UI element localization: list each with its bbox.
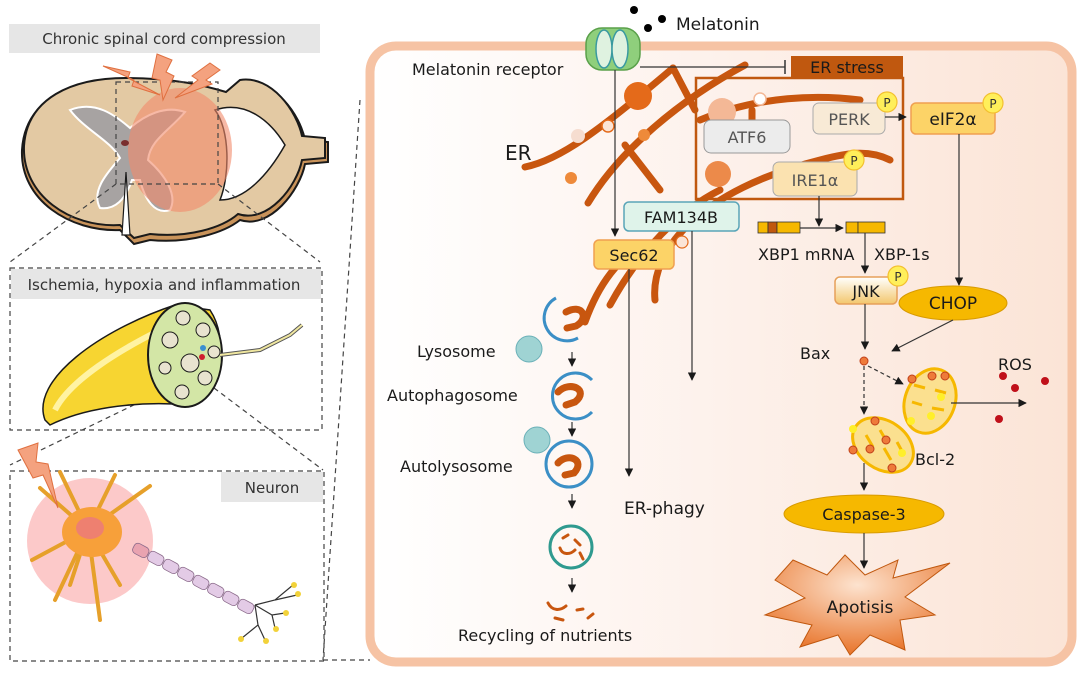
compression-bolts-icon bbox=[102, 53, 221, 102]
ischemia-label: Ischemia, hypoxia and inflammation bbox=[28, 276, 301, 294]
atf6-label: ATF6 bbox=[728, 128, 767, 147]
ischemia-panel: Ischemia, hypoxia and inflammation bbox=[9, 267, 323, 431]
ischemia-label-bg bbox=[11, 269, 321, 299]
eif2a-phospho-icon bbox=[982, 92, 1004, 114]
xbp1-mrna-icon bbox=[757, 221, 801, 234]
neuron-panel: Neuron bbox=[9, 442, 325, 662]
melatonin-label: Melatonin bbox=[676, 15, 760, 35]
lysosome-icon bbox=[515, 335, 543, 363]
perk-label: PERK bbox=[828, 110, 870, 129]
neuron-label-bg bbox=[221, 472, 323, 502]
jnk-node bbox=[834, 276, 898, 305]
compression-label: Chronic spinal cord compression bbox=[42, 30, 286, 48]
xbp1s-icon bbox=[845, 221, 886, 234]
eif2a-phospho-label: P bbox=[989, 97, 996, 111]
chop-to-bax-arrow bbox=[891, 319, 954, 352]
apoptosis-burst-icon bbox=[763, 554, 951, 656]
ire1a-node bbox=[772, 161, 858, 197]
er-phagy-label: ER-phagy bbox=[624, 499, 705, 519]
nerve-bundle-icon bbox=[42, 302, 304, 426]
zoom-box bbox=[115, 81, 219, 185]
fam134b-label: FAM134B bbox=[644, 208, 718, 227]
spinal-cord-icon bbox=[20, 53, 329, 246]
autophagosome-label: Autophagosome bbox=[387, 386, 518, 405]
bcl2-label: Bcl-2 bbox=[915, 450, 955, 469]
autolysosome-icon bbox=[523, 426, 594, 489]
caspase3-label: Caspase-3 bbox=[822, 505, 905, 524]
sec62-node bbox=[593, 239, 675, 270]
autolysosome-label: Autolysosome bbox=[400, 457, 513, 476]
compression-label-bg bbox=[9, 24, 320, 53]
xbp1-mrna-label: XBP1 mRNA bbox=[758, 245, 855, 264]
phagophore-icon bbox=[542, 296, 587, 343]
eif2a-label: eIF2α bbox=[929, 110, 976, 130]
er-label: ER bbox=[505, 141, 532, 165]
compression-panel: Chronic spinal cord compression bbox=[9, 24, 329, 246]
ire1a-phospho-label: P bbox=[850, 154, 857, 168]
perk-node bbox=[812, 102, 886, 135]
degradation-vesicle-icon bbox=[548, 524, 594, 570]
er-stress-label: ER stress bbox=[810, 58, 884, 77]
chop-label: CHOP bbox=[929, 294, 977, 314]
er-vesicles bbox=[565, 82, 767, 249]
melatonin-molecules-icon bbox=[630, 6, 666, 32]
ire1a-phospho-icon bbox=[843, 149, 865, 171]
autophagosome-icon bbox=[550, 371, 594, 421]
recycling-label: Recycling of nutrients bbox=[458, 626, 632, 645]
ire1a-label: IRE1α bbox=[792, 171, 839, 190]
injury-bolt-icon bbox=[17, 442, 59, 509]
apoptosis-label: Apotisis bbox=[827, 598, 894, 618]
sec62-label: Sec62 bbox=[609, 246, 658, 265]
fam134b-node bbox=[623, 201, 740, 232]
jnk-phospho-icon bbox=[887, 265, 909, 287]
melatonin-receptor-label: Melatonin receptor bbox=[412, 60, 564, 79]
mitochondrion-icon bbox=[902, 367, 958, 435]
ros-particles-icon bbox=[995, 372, 1049, 423]
bax-label: Bax bbox=[800, 344, 830, 363]
atf6-node bbox=[703, 119, 791, 154]
neuron-icon bbox=[17, 442, 301, 644]
bcl2-mitochondrion-icon bbox=[848, 416, 915, 474]
perk-phospho-label: P bbox=[883, 96, 890, 110]
neuron-label: Neuron bbox=[245, 479, 299, 497]
xbp1s-label: XBP-1s bbox=[874, 245, 930, 264]
jnk-phospho-label: P bbox=[894, 270, 901, 284]
lysosome-label: Lysosome bbox=[417, 342, 496, 361]
melatonin-receptor-icon bbox=[585, 27, 641, 71]
jnk-label: JNK bbox=[851, 282, 880, 301]
er-stress-header bbox=[791, 56, 903, 77]
perk-phospho-icon bbox=[876, 91, 898, 113]
nutrient-fragments-icon bbox=[546, 601, 595, 622]
eif2a-node bbox=[910, 102, 996, 135]
ros-label: ROS bbox=[998, 355, 1032, 374]
bax-icon bbox=[859, 356, 869, 366]
er-stress-box bbox=[694, 76, 905, 201]
